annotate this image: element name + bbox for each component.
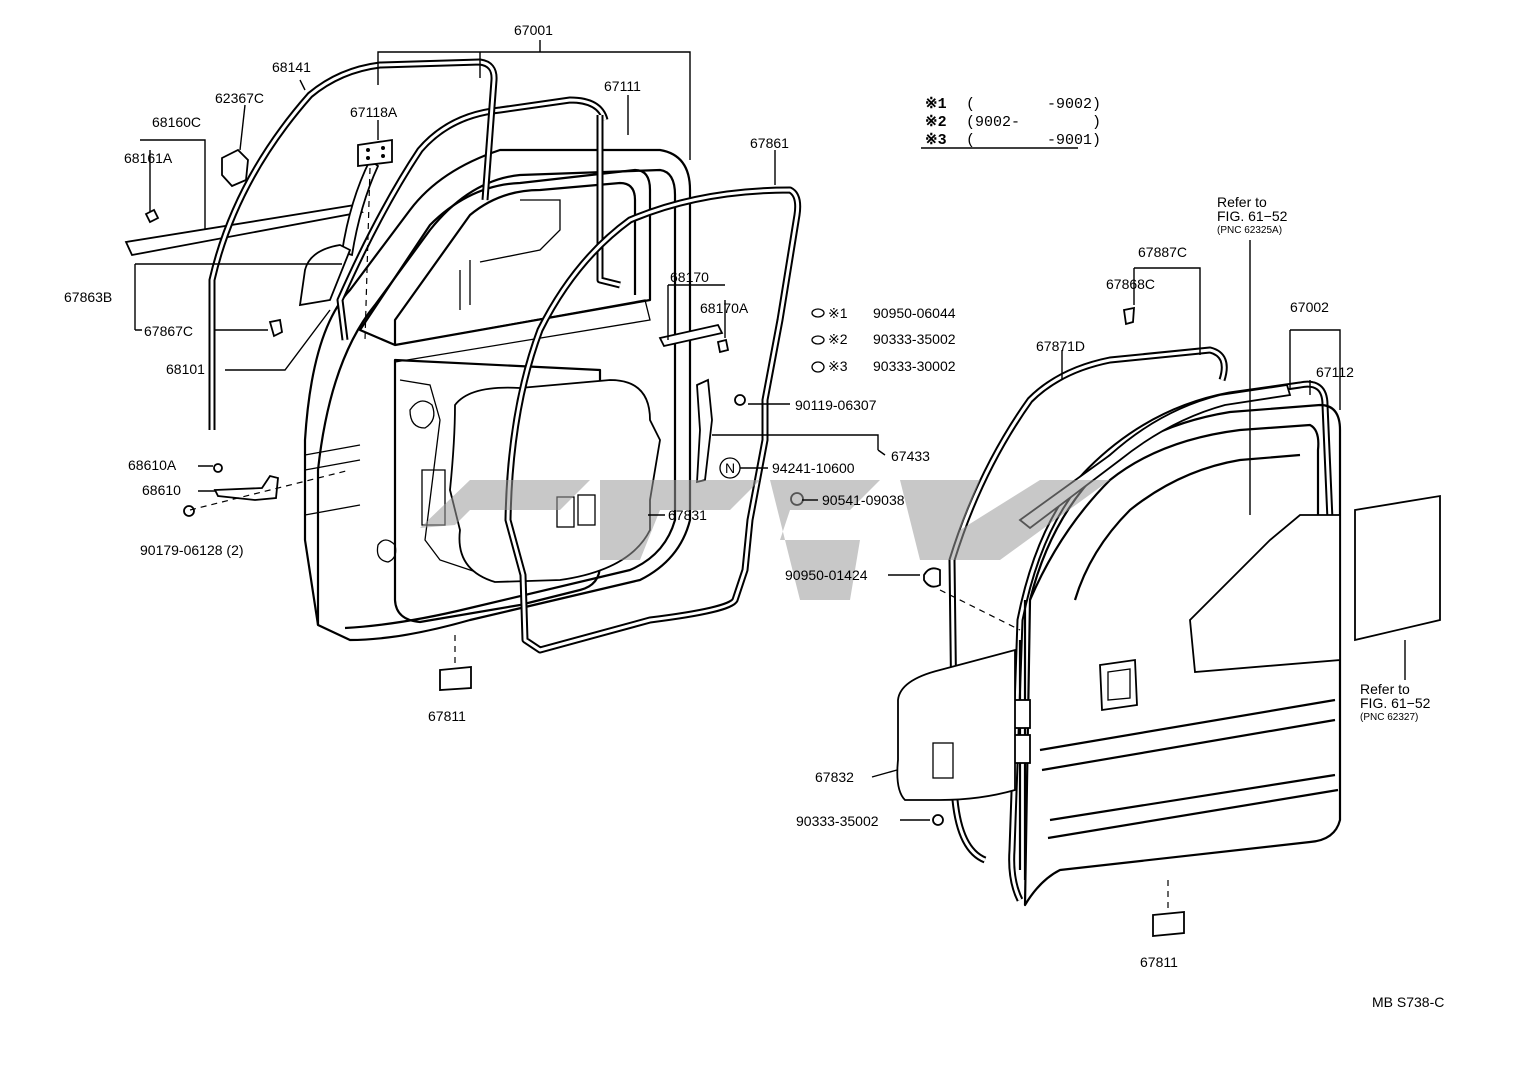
- clip-1-icon: [811, 308, 825, 318]
- label-67001: 67001: [514, 22, 553, 38]
- label-90950-06044: 90950-06044: [873, 305, 956, 321]
- label-90333-30002: 90333-30002: [873, 358, 956, 374]
- label-68101: 68101: [166, 361, 205, 377]
- label-67811-right: 67811: [1140, 954, 1178, 970]
- legend-range-2: (9002- ): [966, 114, 1101, 131]
- legend-mark-3: ※3: [925, 132, 947, 149]
- legend-range-1: ( -9002): [966, 96, 1101, 113]
- label-68161a: 68161A: [124, 150, 173, 166]
- label-90950-01424: 90950-01424: [785, 567, 868, 583]
- ref1-line3: (PNC 62325A): [1217, 225, 1282, 236]
- label-67811-left: 67811: [428, 708, 466, 724]
- serial-legend: ※1 ( -9002) ※2 (9002- ) ※3 ( -9001): [925, 96, 1101, 149]
- label-67868c: 67868C: [1106, 276, 1155, 292]
- label-90179: 90179-06128 (2): [140, 542, 244, 558]
- clip-3-icon: [811, 361, 825, 373]
- n-badge: N: [725, 460, 735, 476]
- label-68160c: 68160C: [152, 114, 201, 130]
- ref1-line1: Refer to: [1217, 194, 1267, 210]
- label-68170a: 68170A: [700, 300, 749, 316]
- label-67871d: 67871D: [1036, 338, 1085, 354]
- label-67863b: 67863B: [64, 289, 112, 305]
- label-67831: 67831: [668, 507, 707, 523]
- label-68610a: 68610A: [128, 457, 177, 473]
- front-door-drawing: [124, 58, 804, 691]
- rear-door-drawing: [896, 306, 1441, 937]
- footer-code: MB S738-C: [1372, 994, 1444, 1010]
- label-68141: 68141: [272, 59, 311, 75]
- legend-symbols: [719, 308, 825, 479]
- label-62367c: 62367C: [215, 90, 264, 106]
- label-67118a: 67118A: [350, 104, 398, 120]
- ref1-line2: FIG. 61−52: [1217, 208, 1288, 224]
- label-90541: 90541-09038: [822, 492, 905, 508]
- clip-2-icon: [811, 335, 825, 345]
- label-67867c: 67867C: [144, 323, 193, 339]
- leader-lines: [134, 40, 1406, 910]
- mark-1: ※1: [828, 305, 848, 321]
- label-67861: 67861: [750, 135, 789, 151]
- label-68610: 68610: [142, 482, 181, 498]
- mark-3: ※3: [828, 358, 848, 374]
- label-90333-35002-b: 90333-35002: [796, 813, 879, 829]
- part-labels: 67001 68141 62367C 67118A 67111 68160C 6…: [64, 22, 1444, 1010]
- mark-2: ※2: [828, 331, 848, 347]
- n-circle-icon: [719, 457, 741, 479]
- label-67111: 67111: [604, 78, 641, 94]
- label-67112: 67112: [1316, 364, 1354, 380]
- label-67433: 67433: [891, 448, 930, 464]
- label-67887c: 67887C: [1138, 244, 1187, 260]
- label-68170: 68170: [670, 269, 709, 285]
- label-90119: 90119-06307: [795, 397, 877, 413]
- label-94241: 94241-10600: [772, 460, 855, 476]
- ref2-line2: FIG. 61−52: [1360, 695, 1431, 711]
- legend-mark-2: ※2: [925, 114, 947, 131]
- watermark-logo-icon: [420, 480, 1110, 600]
- legend-mark-1: ※1: [925, 96, 947, 113]
- label-67832: 67832: [815, 769, 854, 785]
- label-90333-35002-a: 90333-35002: [873, 331, 956, 347]
- legend-range-3: ( -9001): [966, 132, 1101, 149]
- label-67002: 67002: [1290, 299, 1329, 315]
- ref2-line1: Refer to: [1360, 681, 1410, 697]
- ref2-line3: (PNC 62327): [1360, 712, 1418, 723]
